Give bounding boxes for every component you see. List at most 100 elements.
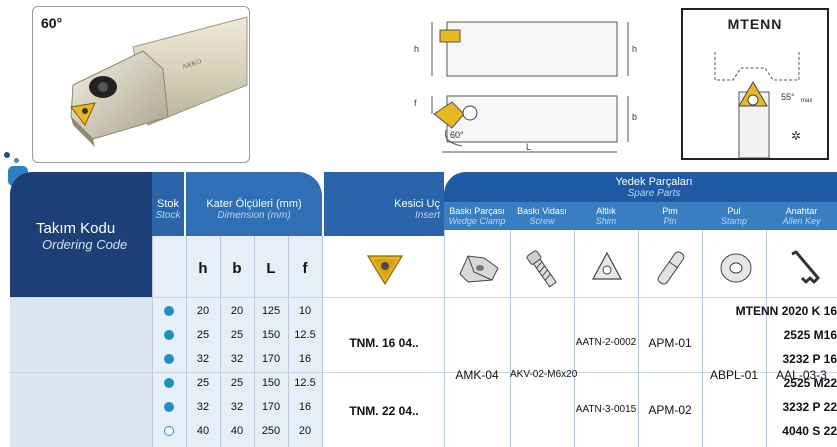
dim-h-left: h: [414, 44, 419, 54]
cell-L: 250: [261, 425, 281, 437]
insert-code-16: TNM. 16 04..: [349, 336, 419, 350]
cell-b: 25: [230, 377, 244, 389]
spare-parts-subheader: [444, 202, 837, 230]
cell-f: 12.5: [294, 377, 316, 389]
key-code: AAL-03-3: [776, 368, 827, 382]
cell-L: 125: [261, 305, 281, 317]
insert-header: Kesici Uç Insert: [324, 172, 444, 236]
ordering-code-subtitle: Ordering Code: [42, 237, 128, 252]
pin-icon: [657, 251, 685, 285]
washer-icon: [720, 253, 752, 283]
clamp-code: AMK-04: [455, 368, 499, 382]
col-separator: [186, 236, 187, 447]
ordering-code: 3232 P 16: [782, 352, 837, 366]
insert-profile-title: MTENN: [727, 16, 783, 32]
col-separator: [766, 230, 767, 447]
insert-profile-box: MTENN 55° max ✲: [681, 8, 829, 160]
dimension-header: Kater Ölçüleri (mm) Dimension (mm): [186, 172, 322, 236]
stock-indicator: [164, 378, 174, 388]
ordering-code: 4040 S 22: [782, 424, 837, 438]
cell-h: 32: [196, 401, 210, 413]
spare-parts-header: Yedek Parçaları Spare Parts: [444, 172, 837, 202]
col-header-b: b: [232, 260, 242, 277]
col-separator: [288, 236, 289, 447]
ordering-table: Takım Kodu Ordering Code Stok Stock Kate…: [10, 172, 837, 447]
col-separator: [574, 230, 575, 447]
screw-code: AKV-02-M6x20: [510, 369, 578, 380]
insert-label: Kesici Uç: [394, 198, 440, 210]
dim-L: L: [526, 142, 531, 152]
insert-profile-drawing: 55° max ✲: [714, 52, 812, 159]
spare-parts-label-en: Spare Parts: [627, 188, 681, 199]
pin-code-22: APM-02: [648, 403, 692, 417]
washer-code: ABPL-01: [709, 368, 759, 382]
cell-b: 20: [230, 305, 244, 317]
ordering-code: 2525 M16: [783, 328, 837, 342]
rotation-symbol-icon: ✲: [791, 129, 801, 143]
cell-b: 40: [230, 425, 244, 437]
col-header-L: L: [266, 260, 276, 277]
cell-b: 32: [230, 401, 244, 413]
col-separator: [152, 236, 153, 447]
dim-f: f: [414, 98, 417, 108]
ordering-code: 3232 P 22: [782, 400, 837, 414]
profile-angle: 55°: [781, 92, 795, 102]
spare-parts-label: Yedek Parçaları: [615, 176, 693, 188]
cell-h: 32: [196, 353, 210, 365]
shim-code-16: AATN-2-0002: [575, 337, 637, 348]
cell-h: 40: [196, 425, 210, 437]
stock-label-en: Stock: [155, 210, 181, 221]
cell-b: 32: [230, 353, 244, 365]
tool-holder-photo: ARKO: [70, 16, 248, 147]
profile-angle-suffix: max: [801, 98, 812, 104]
allen-key-icon: [791, 250, 820, 284]
col-separator: [322, 236, 323, 447]
cell-h: 25: [196, 377, 210, 389]
stock-indicator: [164, 402, 174, 412]
cell-f: 20: [298, 425, 312, 437]
decor-dot: [4, 152, 10, 158]
col-separator: [510, 230, 511, 447]
dim-b: b: [632, 112, 637, 122]
stock-header: Stok Stock: [152, 172, 184, 236]
parts-icon-row-bg: [444, 230, 837, 297]
ordering-code: 2525 M22: [783, 376, 837, 390]
dimension-label-en: Dimension (mm): [217, 210, 291, 221]
row-separator: [10, 372, 837, 373]
cell-L: 150: [261, 329, 281, 341]
cell-f: 16: [298, 401, 312, 413]
technical-drawing: h h f b L 60°: [402, 10, 652, 160]
row-separator: [10, 297, 837, 298]
col-separator: [220, 236, 221, 447]
cell-L: 170: [261, 353, 281, 365]
dim-angle: 60°: [450, 130, 464, 140]
cell-f: 16: [298, 353, 312, 365]
stock-indicator: [164, 330, 174, 340]
col-separator: [702, 230, 703, 447]
insert-triangle-icon: [366, 255, 404, 286]
screw-icon: [526, 250, 557, 288]
dim-h-right: h: [632, 44, 637, 54]
cell-h: 20: [196, 305, 210, 317]
decor-dot: [14, 158, 19, 163]
dimension-label: Kater Ölçüleri (mm): [206, 198, 302, 210]
holder-dimension-drawing: h h f b L 60°: [414, 21, 637, 153]
insert-code-22: TNM. 22 04..: [349, 404, 419, 418]
col-header-f: f: [302, 260, 308, 277]
shim-icon: [591, 251, 623, 280]
pin-code-16: APM-01: [648, 336, 692, 350]
stock-col-header-bg: [152, 236, 186, 297]
stock-indicator: [164, 354, 174, 364]
ordering-code-title: Takım Kodu: [36, 220, 116, 237]
stock-label: Stok: [156, 198, 179, 210]
photo-angle-label: 60°: [41, 15, 63, 31]
cell-L: 170: [261, 401, 281, 413]
product-photo: ARKO 60°: [32, 6, 250, 163]
col-separator: [444, 230, 445, 447]
